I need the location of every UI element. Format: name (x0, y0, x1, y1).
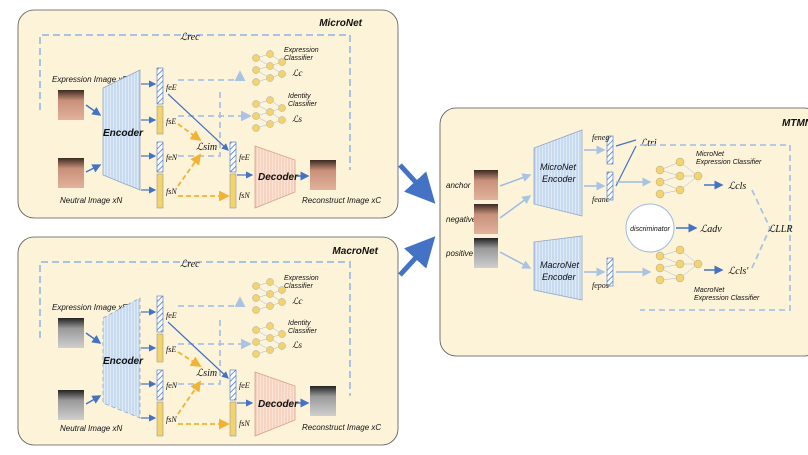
micronet-f-s-N: fsN (166, 187, 177, 196)
macronet-dec-f-e-E: feE (239, 381, 250, 390)
macronet-expression-image-label: Expression Image xE (52, 303, 128, 312)
micronet-f-s-E: fsE (166, 117, 176, 126)
mtmn-macro-classifier (655, 245, 703, 285)
micronet-title: MicroNet (319, 18, 362, 29)
mtmn-macro-encoder (533, 235, 583, 301)
macronet-neutral-image-label: Neutral Image xN (60, 424, 122, 433)
mtmn-negative-label: negative (446, 215, 477, 224)
rec-loss-loop (39, 34, 351, 170)
macro-to-mtmn-arrow (398, 236, 436, 277)
micro-to-mtmn-arrow (398, 163, 436, 204)
mtmn-discriminator-label: discriminator (630, 226, 670, 233)
mtmn-cls-loss: ℒcls (728, 181, 746, 192)
micronet-id-classifier-line2: Classifier (288, 101, 317, 108)
micronet-expression-image-label: Expression Image xE (52, 75, 128, 84)
macronet-id-loss: ℒs (292, 340, 302, 350)
macronet-expr-classifier-line2: Classifier (284, 283, 313, 290)
micronet-expression-face (58, 90, 84, 120)
macronet-f-s-N: fsN (166, 415, 177, 424)
mtmn-anchor-label: anchor (446, 181, 471, 190)
mtmn-f-anc: feanc (592, 195, 610, 204)
micronet-dec-f-e-E: feE (239, 153, 250, 162)
micronet-expr-classifier-line1: Expression (284, 47, 319, 54)
macronet-decoder-label: Decoder (258, 399, 299, 410)
mtmn-f-pos: fepos (592, 281, 609, 290)
macronet-expression-face (58, 318, 84, 348)
micronet-encoder-label: Encoder (103, 128, 144, 139)
mtmn-tri-loss: ℒtri (640, 138, 657, 149)
micronet-sim-loss: ℒsim (196, 142, 217, 153)
micronet-neutral-image-label: Neutral Image xN (60, 196, 122, 205)
macronet-encoder (102, 297, 141, 419)
micronet-id-loss: ℒs (292, 114, 302, 124)
mtmn-micro-encoder-line2: Encoder (542, 174, 577, 184)
micronet-expr-classifier-line2: Classifier (284, 55, 313, 62)
micronet-decoder-label: Decoder (258, 172, 299, 183)
micronet-id-classifier-line1: Identity (288, 93, 311, 100)
mtmn-micro-classifier-line2: Expression Classifier (696, 159, 762, 166)
mtmn-macro-encoder-line2: Encoder (542, 272, 577, 282)
micronet-neutral-face (58, 158, 84, 188)
mtmn-macro-classifier-line1: MacroNet (694, 287, 725, 294)
mtmn-positive-label: positive (445, 249, 474, 258)
mtmn-anchor-face (474, 170, 498, 200)
mtmn-micro-classifier-line1: MicroNet (696, 151, 725, 158)
macronet-identity-classifier (252, 322, 286, 358)
macronet-sim-loss: ℒsim (196, 368, 217, 379)
macronet-id-classifier-line2: Classifier (288, 328, 317, 335)
micronet-reconstruct-label: Reconstruct Image xC (302, 196, 381, 205)
mtmn-f-neg: feneg (592, 133, 609, 142)
micronet-f-e-N: feN (166, 153, 178, 162)
micronet-encoder (102, 69, 141, 191)
macronet-dec-f-s-N: fsN (239, 419, 250, 428)
macronet-neutral-face (58, 390, 84, 420)
mtmn-macro-encoder-line1: MacroNet (540, 260, 580, 270)
mtmn-micro-classifier (655, 157, 703, 199)
macronet-f-s-E: fsE (166, 345, 176, 354)
micronet-dec-f-s-N: fsN (239, 191, 250, 200)
macronet-encoder-label: Encoder (103, 356, 144, 367)
micronet-expression-classifier (252, 50, 286, 86)
mtmn-discriminator (625, 203, 675, 253)
mtmn-adv-loss: ℒadv (700, 224, 722, 235)
mtmn-positive-face (474, 238, 498, 268)
mtmn-micro-encoder (533, 129, 583, 217)
macronet-f-e-N: feN (166, 381, 178, 390)
mtmn-panel: MTMN anchor negative positive MicroNet E… (439, 107, 808, 357)
micronet-panel: MicroNet ℒrec Expression Image xE Neutra… (17, 9, 399, 219)
mtmn-negative-face (474, 204, 498, 234)
macronet-decoder (254, 371, 296, 437)
micronet-expr-loss: ℒc (292, 68, 302, 78)
micronet-rec-loss: ℒrec (180, 32, 200, 43)
mtmn-macro-classifier-line2: Expression Classifier (694, 295, 760, 302)
macronet-expr-loss: ℒc (292, 296, 302, 306)
micronet-decoder (254, 145, 296, 209)
mtmn-cls-prime-loss: ℒcls' (728, 266, 749, 277)
macronet-rec-loss: ℒrec (180, 259, 200, 270)
micronet-f-e-E: feE (166, 83, 177, 92)
mtmn-title: MTMN (782, 118, 808, 129)
macronet-reconstruct-face (310, 386, 336, 416)
micronet-reconstruct-face (310, 160, 336, 190)
mtmn-micro-encoder-line1: MicroNet (540, 162, 577, 172)
macronet-reconstruct-label: Reconstruct Image xC (302, 423, 381, 432)
macronet-id-classifier-line1: Identity (288, 320, 311, 327)
mtmn-llr-loss: ℒLLR (768, 224, 792, 235)
macronet-f-e-E: feE (166, 311, 177, 320)
micronet-identity-classifier (252, 96, 286, 132)
macronet-expression-classifier (252, 278, 286, 314)
macronet-title: MacroNet (332, 246, 378, 257)
macronet-expr-classifier-line1: Expression (284, 275, 319, 282)
macronet-panel: MacroNet ℒrec Expression Image xE Neutra… (17, 236, 399, 446)
